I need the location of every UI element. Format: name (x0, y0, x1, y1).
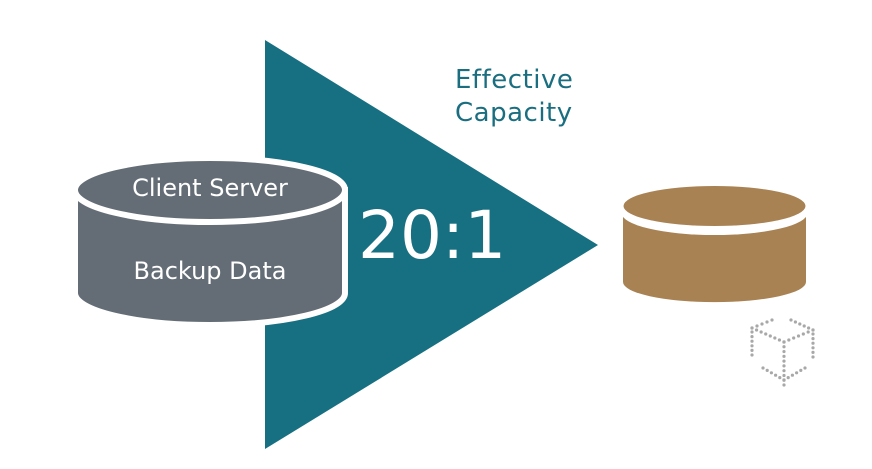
cube-dot (750, 335, 754, 339)
cube-dot (750, 353, 754, 357)
cube-dot (782, 359, 786, 363)
cube-dot (760, 322, 764, 326)
cube-dot (801, 332, 805, 336)
cube-dot (803, 366, 807, 370)
source-db-body-label: Backup Data (133, 257, 287, 285)
cube-dot (750, 330, 754, 334)
cube-dot (786, 376, 790, 380)
cube-dot (782, 340, 786, 344)
cube-dot (787, 338, 791, 342)
effective-capacity-label: Effective Capacity (455, 64, 573, 130)
cube-dot (761, 366, 765, 370)
cube-dot (811, 328, 815, 332)
cube-dot (807, 326, 811, 330)
cube-dot (811, 346, 815, 350)
cube-dot (811, 355, 815, 359)
cube-dot (769, 371, 774, 375)
cube-dot (759, 330, 763, 334)
cube-dot (773, 336, 777, 340)
cube-dot (777, 338, 782, 342)
cube-dot (765, 320, 769, 324)
target-database-cylinder (621, 186, 808, 303)
dotted-cube-icon (750, 318, 815, 387)
cube-dot (774, 373, 778, 377)
cube-dot (764, 332, 768, 336)
cube-dot (770, 318, 774, 322)
cube-dot (799, 368, 803, 372)
cube-dot (811, 350, 815, 354)
cube-dot (798, 322, 802, 326)
cube-dot (750, 348, 754, 352)
compression-ratio: 20:1 (358, 197, 507, 274)
cube-dot (782, 378, 786, 382)
cube-dot (768, 334, 772, 338)
source-db-top-label: Client Server (132, 174, 288, 202)
cube-dot (782, 383, 786, 387)
cube-dot (778, 376, 782, 380)
cube-dot (802, 324, 806, 328)
cube-dot (789, 318, 793, 322)
cube-dot (782, 369, 786, 373)
compression-arrow (265, 40, 598, 449)
effective-line-2: Capacity (455, 98, 573, 128)
cube-dot (750, 344, 754, 348)
cube-dot (782, 373, 786, 378)
cube-dot (782, 364, 786, 368)
cube-dot (795, 371, 799, 375)
cube-dot (790, 373, 795, 377)
cube-dot (793, 320, 798, 324)
cube-dot (782, 345, 786, 349)
cube-dot (811, 332, 815, 336)
effective-line-1: Effective (455, 65, 574, 95)
cube-dot (750, 339, 754, 343)
cube-dot (765, 368, 769, 372)
source-database-cylinder (72, 155, 348, 328)
cube-dot (792, 336, 796, 340)
cube-dot (754, 328, 759, 332)
cube-dot (750, 326, 754, 330)
cube-dot (755, 324, 759, 328)
cube-dot (806, 330, 810, 334)
cube-dot (782, 349, 786, 354)
cube-dot (811, 341, 815, 345)
cube-dot (782, 354, 786, 358)
cube-dot (796, 334, 801, 338)
cube-dot (811, 337, 815, 341)
